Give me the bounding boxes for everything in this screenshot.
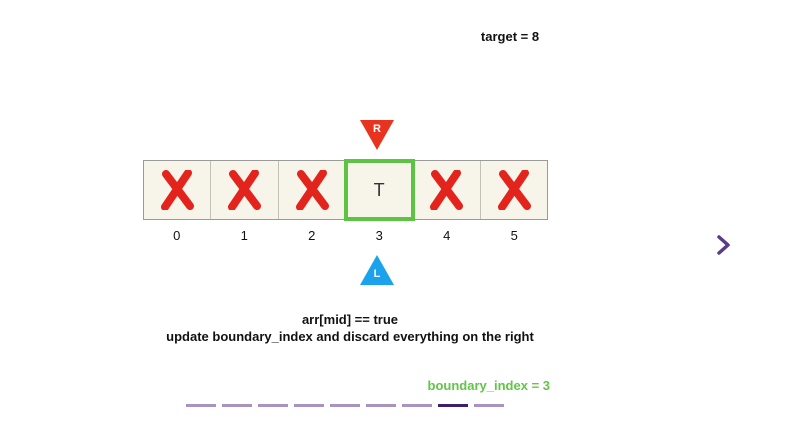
array-cell — [481, 161, 547, 219]
array-row: T — [143, 159, 548, 221]
progress-step[interactable] — [402, 404, 432, 407]
array-cell — [144, 161, 212, 219]
array-cell — [279, 161, 346, 219]
description-line-2: update boundary_index and discard everyt… — [166, 329, 534, 344]
cross-icon-wrap — [295, 170, 329, 210]
cross-icon-wrap — [160, 170, 195, 210]
cell-index: 4 — [443, 228, 451, 243]
target-label: target = 8 — [480, 29, 540, 44]
array-cell: T — [343, 159, 416, 221]
step-description: arr[mid] == true update boundary_index a… — [120, 311, 580, 345]
cross-icon-wrap — [227, 170, 262, 210]
array-cell — [413, 161, 481, 219]
cross-icon — [295, 170, 329, 210]
cross-icon — [161, 170, 195, 210]
left-pointer-marker: L — [360, 255, 394, 285]
progress-step[interactable] — [186, 404, 216, 407]
progress-step[interactable] — [258, 404, 288, 407]
array-cell — [211, 161, 279, 219]
down-triangle-icon — [360, 120, 394, 150]
cross-icon-wrap — [429, 170, 464, 210]
right-pointer-label: R — [373, 123, 381, 135]
progress-step[interactable] — [474, 404, 504, 407]
cross-icon — [430, 170, 464, 210]
progress-step[interactable] — [222, 404, 252, 407]
left-pointer-label: L — [373, 268, 381, 280]
cell-value: T — [373, 179, 385, 200]
progress-step[interactable] — [366, 404, 396, 407]
cross-icon — [497, 170, 531, 210]
right-pointer-marker: R — [360, 120, 394, 150]
cell-index: 2 — [308, 228, 316, 243]
description-line-1: arr[mid] == true — [301, 312, 399, 327]
progress-step[interactable] — [438, 404, 468, 407]
cross-icon — [228, 170, 262, 210]
boundary-index-label: boundary_index = 3 — [427, 378, 550, 393]
cell-index: 3 — [375, 228, 383, 243]
step-progress — [186, 404, 504, 407]
index-row: 0 1 2 3 4 5 — [143, 228, 548, 243]
next-button[interactable] — [711, 230, 737, 260]
cell-index: 0 — [173, 228, 181, 243]
cell-index: 5 — [510, 228, 518, 243]
progress-step[interactable] — [330, 404, 360, 407]
chevron-right-icon — [717, 235, 730, 255]
cross-icon-wrap — [497, 170, 531, 210]
up-triangle-icon — [360, 255, 394, 285]
progress-step[interactable] — [294, 404, 324, 407]
cell-index: 1 — [240, 228, 248, 243]
